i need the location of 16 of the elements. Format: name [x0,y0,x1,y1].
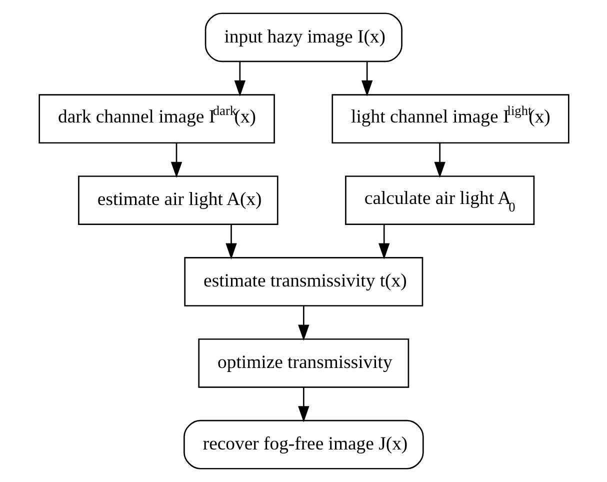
node-box: calculate air light A$_{0}$ [344,176,534,225]
node-box: estimate transmissivity t(x) [184,257,423,306]
arrow [298,306,309,341]
arrow [225,224,236,260]
node-box: estimate air light A(x) [78,176,278,225]
arrow [298,388,309,422]
arrow [434,143,445,178]
node-box: input hazy image I(x) [204,12,402,62]
node-box: dark channel image I$^{dark}$(x) [38,94,274,144]
node-box: optimize transmissivity [198,338,409,388]
arrow [234,62,246,96]
arrow [170,143,182,178]
arrow [378,224,390,260]
arrow [360,62,372,96]
node-box: recover fog-free image J(x) [183,420,424,470]
node-box: light channel image I$^{light}$(x) [331,94,569,144]
